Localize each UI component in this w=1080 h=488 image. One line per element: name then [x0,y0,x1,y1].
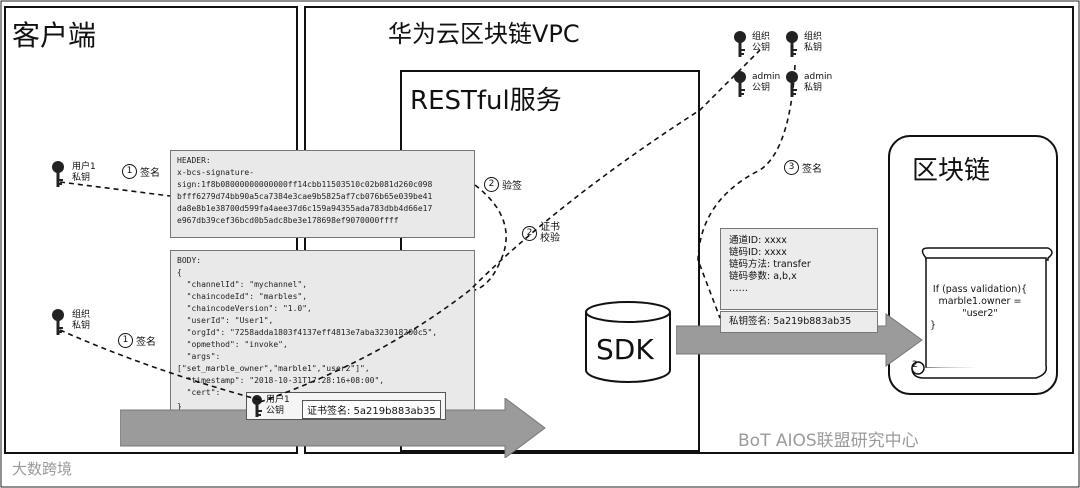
body-line: "opmethod": "invoke", [177,340,288,349]
connector-cert [259,49,761,403]
tx-line: 链码参数: a,b,x [729,271,797,282]
body-line: "timestamp": "2018-10-31T17:28:16+08:00"… [177,376,385,385]
client-title: 客户端 [12,19,97,52]
step-text: 签名 [140,168,160,179]
sdk-cylinder [585,301,671,383]
header-line: HEADER: [177,156,211,165]
body-line: "userId": "User1", [177,316,274,325]
key-icon [786,31,798,57]
vpc-title: 华为云区块链VPC [388,20,580,48]
step-text: 签名 [136,337,156,348]
key-label-admin-public: admin 公钥 [752,72,781,93]
tx-line: …… [729,283,748,294]
connector-sign-body [59,329,261,401]
step-number: 2 [484,177,499,192]
body-line: "cert": [177,388,221,397]
header-line: da8e8b1e38700d599fa4aee37d6c159a94355ada… [177,204,433,213]
header-line: x-bcs-signature- [177,168,255,177]
body-line: ["set_marble_owner","marble1","user2"]", [177,364,370,373]
tx-line: 通道ID: xxxx [729,235,787,246]
body-line: "chaincodeVersion": "1.0", [177,304,312,313]
header-panel: HEADER: x-bcs-signature- sign:1f8b080000… [170,150,475,238]
key-label-org-public: 组织 公钥 [752,32,771,53]
key-label-org-private-right: 组织 私钥 [804,32,823,53]
contract-code: If (pass validation){ marble1.owner = "u… [930,284,1030,332]
body-line: BODY: [177,256,202,265]
step-verify-cert: 2 证书 校验 [522,222,566,244]
blockchain-step-num: 2 [912,360,918,370]
step-verify-sign: 2 验签 [484,177,522,192]
body-line: "args": [177,352,221,361]
step-number: 2 [522,225,537,241]
body-line: { [177,268,182,277]
step-sign-body: 1 签名 [118,333,156,348]
key-icon [52,161,64,187]
key-icon [734,71,746,97]
contract-line: marble1.owner = [938,296,1022,307]
body-line: "chaincodeId": "marbles", [177,292,308,301]
step-number: 1 [118,333,133,348]
tx-panel: 通道ID: xxxx 链码ID: xxxx 链码方法: transfer 链码参… [720,228,878,310]
cert-user-key-label: 用户1 公钥 [266,395,290,416]
contract-line: } [930,320,937,331]
contract-line: If (pass validation){ [932,284,1028,295]
header-line: sign:1f8b08000000000000ff14cbb11503510c0… [177,180,433,189]
cert-signature: 证书签名: 5a219b883ab35 [302,400,441,419]
step-text: 证书 校验 [540,222,560,244]
sdk-label: SDK [596,333,654,366]
restful-title: RESTful服务 [410,86,562,116]
key-label-user1-private: 用户1 私钥 [72,162,96,183]
key-icon [734,31,746,57]
step-number: 1 [122,164,137,179]
contract-scroll [911,247,1053,379]
key-icon [52,309,64,335]
key-icon [786,71,798,97]
key-label-org-private-left: 组织 私钥 [72,310,91,331]
connector-sign-tx [697,64,796,319]
watermark-left: 大数跨境 [12,460,73,478]
body-line: "orgId": "7258adda1803f4137eff4813e7aba3… [177,328,438,337]
tx-signature: 私钥签名: 5a219b883ab35 [729,316,852,327]
step-text: 验签 [502,181,522,192]
header-line: e967db39cef36bcd0b5adc8be3e178698ef90700… [177,216,399,225]
step-sign-header: 1 签名 [122,164,160,179]
tx-line: 链码方法: transfer [729,259,811,270]
blockchain-title: 区块链 [912,156,991,186]
step-text: 签名 [802,164,822,175]
contract-line: "user2" [962,308,998,319]
connector-sign-header [59,181,171,197]
body-line: "channelId": "mychannel", [177,280,308,289]
tx-line: 链码ID: xxxx [729,247,787,258]
step-sign-tx: 3 签名 [784,160,822,175]
step-number: 3 [784,160,799,175]
connector-verify [474,184,507,291]
key-label-admin-private: admin 私钥 [804,72,833,93]
tx-signature-panel: 私钥签名: 5a219b883ab35 [720,311,878,333]
body-line: } [177,402,182,411]
watermark-right: BoT AIOS联盟研究中心 [738,431,919,451]
header-line: bfff6279d74bb90a5ca7384e3cae9b5825af7cb0… [177,192,433,201]
